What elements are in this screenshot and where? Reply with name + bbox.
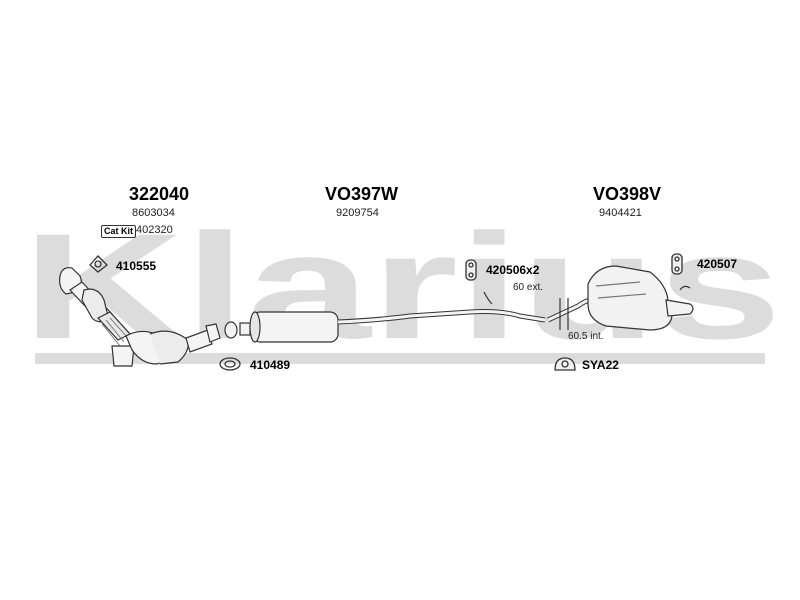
part-label-sya22: SYA22 (582, 358, 619, 372)
section-ref-8603034: 8603034 (132, 207, 175, 219)
gasket-icon (89, 255, 108, 273)
part-label-420507: 420507 (697, 257, 738, 271)
catalytic-converter (59, 267, 221, 367)
note-int: 60.5 int. (568, 331, 604, 342)
rubber-hanger-icon (465, 259, 477, 281)
cat-kit-ref: 402320 (136, 224, 173, 236)
section-code-322040: 322040 (129, 184, 190, 204)
section-code-vo398v: VO398V (593, 184, 662, 204)
part-label-420506x2: 420506x2 (486, 263, 540, 277)
note-ext: 60 ext. (513, 282, 544, 293)
part-label-410555: 410555 (116, 259, 157, 273)
rear-silencer (546, 265, 694, 331)
rubber-hanger-icon-rear (671, 253, 683, 275)
cat-kit-badge: Cat Kit (101, 225, 136, 238)
part-label-410489: 410489 (250, 358, 291, 372)
gasket-ring-icon (219, 357, 241, 371)
section-ref-9404421: 9404421 (599, 207, 642, 219)
clamp-icon (554, 357, 576, 371)
middle-silencer (224, 291, 546, 343)
section-ref-9209754: 9209754 (336, 207, 379, 219)
section-code-vo397w: VO397W (325, 184, 399, 204)
